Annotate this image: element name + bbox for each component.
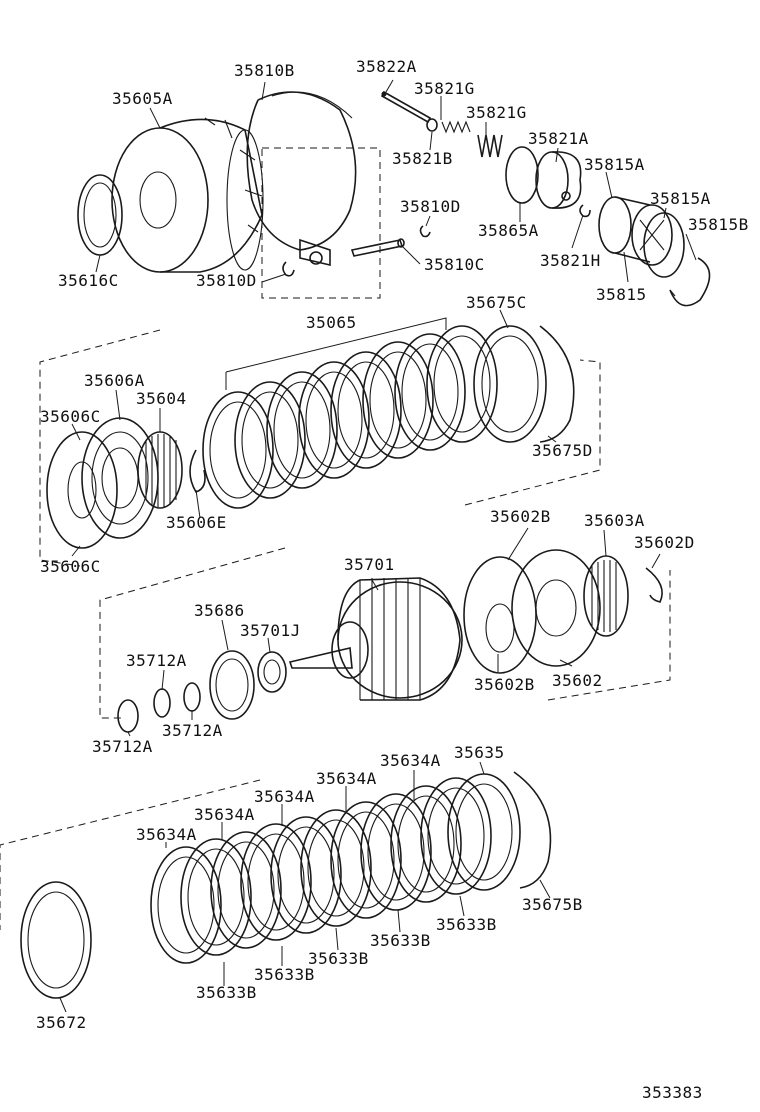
label-35602B-2[interactable]: 35602B (474, 675, 535, 694)
washer-35821B[interactable] (426, 118, 438, 132)
snap-ring-35815B[interactable] (669, 257, 711, 307)
label-35712A-1[interactable]: 35712A (126, 651, 187, 670)
label-35634A-4[interactable]: 35634A (194, 805, 255, 824)
piston-35602[interactable] (511, 549, 601, 667)
flange-35675C[interactable] (473, 325, 547, 443)
piston-35606A[interactable] (81, 417, 159, 539)
clutch-discs-35065[interactable] (202, 325, 498, 509)
snap-ring-35675B[interactable] (513, 771, 552, 889)
label-35712A-2[interactable]: 35712A (162, 721, 223, 740)
clutch-drum-35605A[interactable] (111, 117, 264, 273)
spring-retainer-35604[interactable] (137, 431, 183, 509)
clip-35810D-upper[interactable] (419, 225, 431, 238)
e-ring-35821H[interactable] (579, 204, 591, 218)
spring-35821G-outer[interactable] (477, 134, 503, 158)
label-35634A-1[interactable]: 35634A (380, 751, 441, 770)
disc-group-outline (0, 779, 261, 930)
leader-lines (59, 79, 697, 1013)
label-35821A[interactable]: 35821A (528, 129, 589, 148)
label-35672[interactable]: 35672 (36, 1013, 87, 1032)
label-35602B-1[interactable]: 35602B (490, 507, 551, 526)
band-group-outline (261, 147, 381, 299)
label-35606A[interactable]: 35606A (84, 371, 145, 390)
label-35675C[interactable]: 35675C (466, 293, 527, 312)
label-35822A[interactable]: 35822A (356, 57, 417, 76)
label-35602D[interactable]: 35602D (634, 533, 695, 552)
label-35712A-3[interactable]: 35712A (92, 737, 153, 756)
thrust-washer-35606C[interactable] (46, 431, 118, 549)
spring-35821G-inner[interactable] (441, 120, 471, 134)
label-35821B[interactable]: 35821B (392, 149, 453, 168)
washer-35686[interactable] (209, 650, 255, 720)
label-35675B[interactable]: 35675B (522, 895, 583, 914)
servo-piston-35821A[interactable] (535, 151, 582, 209)
label-35633B-2[interactable]: 35633B (370, 931, 431, 950)
label-35675D[interactable]: 35675D (532, 441, 593, 460)
label-35634A-5[interactable]: 35634A (136, 825, 197, 844)
label-35821G-1[interactable]: 35821G (414, 79, 475, 98)
label-35634A-3[interactable]: 35634A (254, 787, 315, 806)
label-35686[interactable]: 35686 (194, 601, 245, 620)
drum-group-outline-right (547, 570, 671, 701)
label-35606C-1[interactable]: 35606C (40, 407, 101, 426)
clip-35810D-lower[interactable] (282, 261, 295, 277)
label-35701[interactable]: 35701 (344, 555, 395, 574)
label-35635[interactable]: 35635 (454, 743, 505, 762)
seal-ring-35712A-b[interactable] (153, 688, 171, 718)
label-35602[interactable]: 35602 (552, 671, 603, 690)
label-35606C-2[interactable]: 35606C (40, 557, 101, 576)
label-35633B-4[interactable]: 35633B (254, 965, 315, 984)
thrust-washer-35602B[interactable] (463, 556, 537, 674)
clutch-group-outline-left (39, 329, 161, 567)
label-35604[interactable]: 35604 (136, 389, 187, 408)
diagram-number: 353383 (642, 1083, 703, 1102)
label-35815[interactable]: 35815 (596, 285, 647, 304)
flange-35672[interactable] (20, 881, 92, 999)
clutch-group-outline-right (464, 359, 601, 506)
seal-ring-35712A-c[interactable] (117, 699, 139, 733)
label-35821H[interactable]: 35821H (540, 251, 601, 270)
clutch-plates-35634A-35633B[interactable] (150, 777, 492, 964)
label-35605A[interactable]: 35605A (112, 89, 173, 108)
label-35810B[interactable]: 35810B (234, 61, 295, 80)
o-ring-35815A[interactable] (643, 212, 685, 278)
label-35815A-1[interactable]: 35815A (584, 155, 645, 174)
label-35606E[interactable]: 35606E (166, 513, 227, 532)
label-35633B-3[interactable]: 35633B (308, 949, 369, 968)
label-35821G-2[interactable]: 35821G (466, 103, 527, 122)
label-35616C[interactable]: 35616C (58, 271, 119, 290)
label-35810D-2[interactable]: 35810D (196, 271, 257, 290)
brake-band-35810B[interactable] (246, 91, 357, 267)
label-35865A[interactable]: 35865A (478, 221, 539, 240)
snap-ring-35675D[interactable] (539, 325, 575, 443)
label-35603A[interactable]: 35603A (584, 511, 645, 530)
label-35633B-5[interactable]: 35633B (196, 983, 257, 1002)
label-35810D-1[interactable]: 35810D (400, 197, 461, 216)
spring-retainer-35603A[interactable] (583, 555, 629, 637)
label-35633B-1[interactable]: 35633B (436, 915, 497, 934)
seal-ring-35712A-a[interactable] (183, 682, 201, 712)
bracket-35065 (225, 317, 447, 390)
label-35815A-2[interactable]: 35815A (650, 189, 711, 208)
thrust-bearing-35701J[interactable] (257, 651, 287, 693)
clutch-drum-35701[interactable] (288, 577, 463, 701)
snap-ring-35616C[interactable] (77, 174, 123, 256)
label-35065[interactable]: 35065 (306, 313, 357, 332)
label-35701J[interactable]: 35701J (240, 621, 301, 640)
pin-35810C[interactable] (350, 238, 405, 257)
o-ring-35865A[interactable] (505, 146, 539, 204)
snap-ring-35602D[interactable] (645, 567, 663, 603)
drum-group-outline-left (99, 547, 286, 719)
label-35815B[interactable]: 35815B (688, 215, 749, 234)
label-35810C[interactable]: 35810C (424, 255, 485, 274)
label-35634A-2[interactable]: 35634A (316, 769, 377, 788)
